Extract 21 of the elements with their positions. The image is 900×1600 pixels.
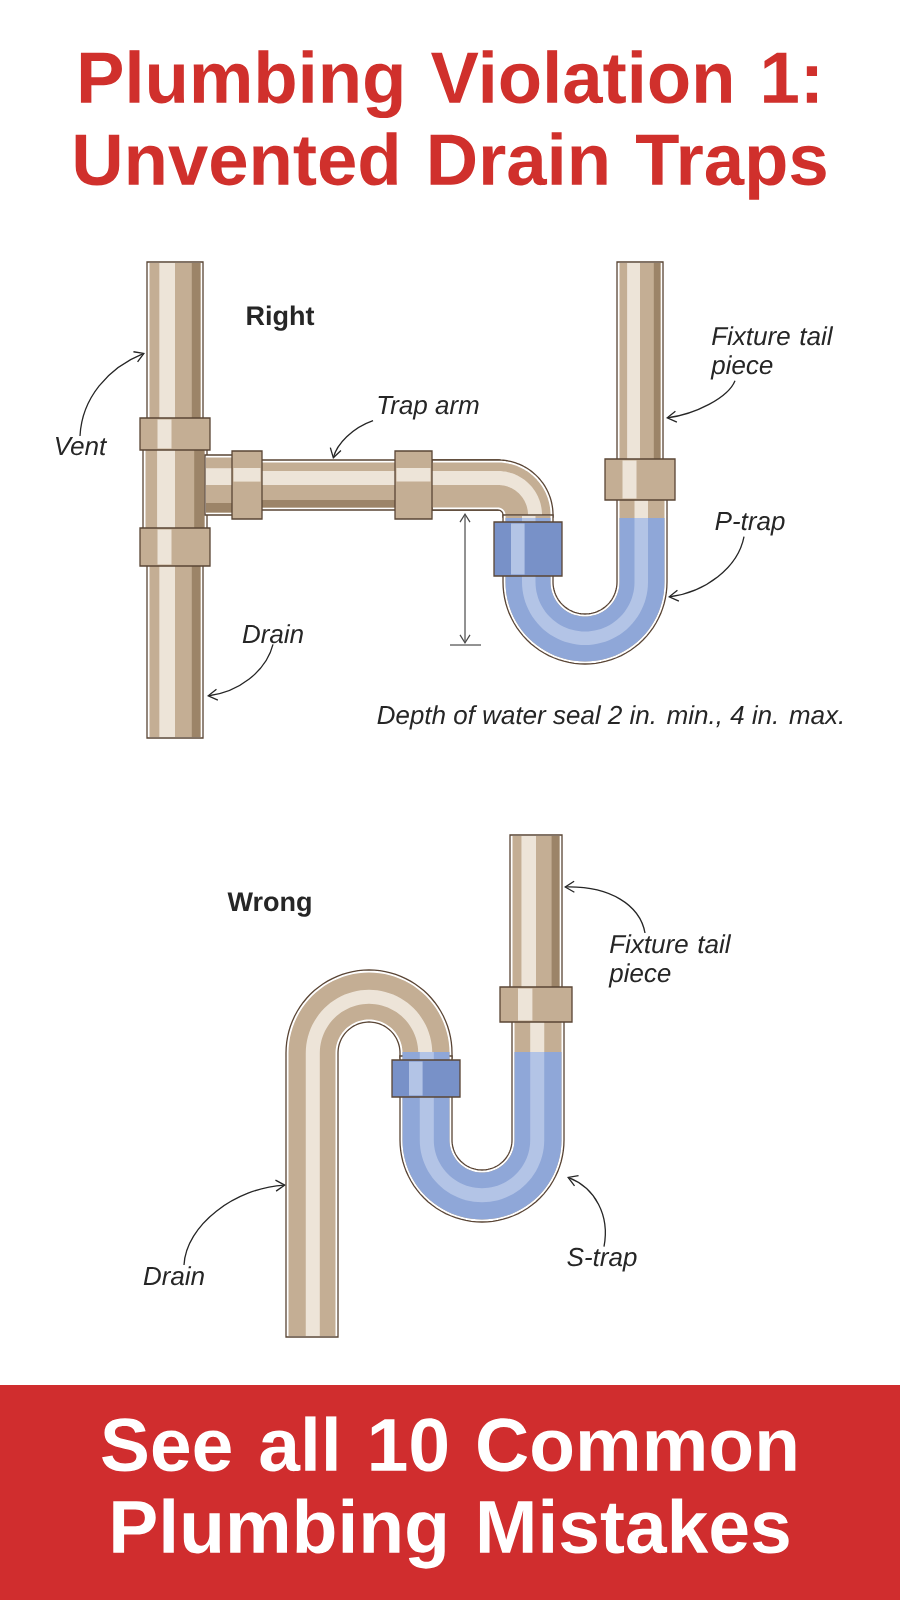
part-label: Trap arm [378, 396, 479, 420]
leader-line [564, 880, 646, 934]
part-label: Fixture tail piece [608, 934, 732, 988]
leader-line [207, 643, 274, 701]
leader-line [567, 1175, 606, 1248]
leader-line [666, 380, 736, 423]
part-label: S-trap [567, 1247, 637, 1272]
part-label: Fixture tail piece [710, 326, 834, 380]
heading: Right [247, 305, 315, 331]
heading: Wrong [227, 892, 311, 917]
banner: See all 10 Common Plumbing Mistakes [0, 1385, 900, 1600]
leader-line [329, 419, 374, 459]
title: Plumbing Violation 1: Unvented Drain Traps [75, 50, 826, 200]
leader-line [79, 351, 145, 437]
leader-line [183, 1179, 286, 1266]
part-label: Vent [56, 437, 108, 456]
part-label: Drain [143, 1266, 204, 1286]
leader-line [668, 535, 745, 602]
part-label: Drain [242, 624, 303, 644]
dimension-note: Depth of water seal 2 in. min., 4 in. max. [377, 705, 843, 730]
part-label: P-trap [715, 512, 785, 536]
